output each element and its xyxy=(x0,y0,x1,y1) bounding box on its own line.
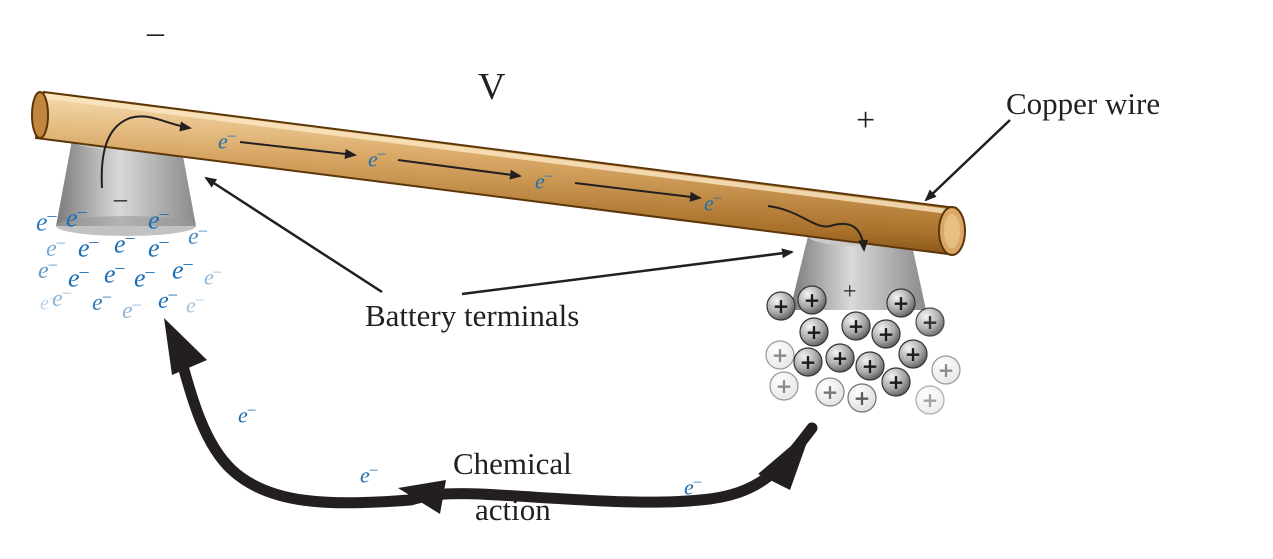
svg-text:+: + xyxy=(862,354,879,378)
positive-ion: + xyxy=(815,377,845,407)
negative-sign: – xyxy=(147,14,164,51)
electron-symbol: e– xyxy=(158,284,178,314)
positive-ion: + xyxy=(915,307,945,337)
svg-text:+: + xyxy=(905,342,922,366)
electron-symbol: e– xyxy=(186,291,204,318)
svg-text:+: + xyxy=(772,343,789,367)
electron-symbol: e– xyxy=(52,282,72,312)
positive-ion: + xyxy=(898,339,928,369)
positive-ion: + xyxy=(765,340,795,370)
wire-flow-arrows xyxy=(100,115,869,252)
electron-symbol: e– xyxy=(114,227,135,259)
svg-text:+: + xyxy=(776,374,793,398)
chemical-action-arrow xyxy=(164,318,818,514)
svg-text:+: + xyxy=(893,291,910,315)
svg-text:+: + xyxy=(938,358,955,382)
battery-terminal-pointers xyxy=(204,176,794,296)
positive-ion: + xyxy=(793,347,823,377)
electron-symbol: e– xyxy=(134,261,155,293)
positive-ion: + xyxy=(855,351,885,381)
electron-symbol: e– xyxy=(68,261,89,293)
svg-text:+: + xyxy=(888,370,905,394)
electron-symbol: e– xyxy=(188,220,208,250)
electron-symbol: e– xyxy=(38,254,58,284)
positive-ion: + xyxy=(886,288,916,318)
positive-ion: + xyxy=(881,367,911,397)
svg-text:+: + xyxy=(832,346,849,370)
action-label: action xyxy=(475,492,551,527)
svg-text:+: + xyxy=(922,388,939,412)
electron-symbol: e– xyxy=(92,286,112,316)
electron-symbol: e– xyxy=(704,189,722,216)
positive-ion: + xyxy=(797,285,827,315)
svg-text:+: + xyxy=(878,322,895,346)
positive-ion: + xyxy=(799,317,829,347)
electron-symbol: e– xyxy=(368,145,386,172)
chemical-label: Chemical xyxy=(453,446,572,481)
electron-symbol: e– xyxy=(78,231,99,263)
copper-wire-label: Copper wire xyxy=(1006,86,1161,121)
positive-ion: + xyxy=(825,343,855,373)
positive-sign: + xyxy=(856,102,876,139)
electron-symbol: e– xyxy=(204,263,222,290)
electron-symbol: e– xyxy=(122,294,142,324)
positive-ion: + xyxy=(769,371,799,401)
electron-symbol: e– xyxy=(148,231,169,263)
terminal-plus-label: + xyxy=(843,279,857,305)
electron-symbol: e– xyxy=(172,253,193,285)
svg-text:+: + xyxy=(804,288,821,312)
electron-symbol: e– xyxy=(104,257,125,289)
electron-symbol: e– xyxy=(46,232,66,262)
electron-symbol: e– xyxy=(535,167,553,194)
svg-text:+: + xyxy=(800,350,817,374)
positive-ion: + xyxy=(841,311,871,341)
electron-symbol: e– xyxy=(148,203,169,235)
positive-ion: + xyxy=(931,355,961,385)
positive-ion: + xyxy=(871,319,901,349)
electron-symbol: e– xyxy=(66,201,87,233)
copper-wire-pointer xyxy=(924,119,1011,202)
electron-symbol: e– xyxy=(238,401,256,428)
positive-ions: ++++++++++++++++++ xyxy=(765,285,961,415)
electron-symbol: e– xyxy=(218,127,236,154)
svg-text:+: + xyxy=(848,314,865,338)
positive-ion: + xyxy=(766,291,796,321)
electron-symbol: e– xyxy=(360,461,378,488)
svg-text:+: + xyxy=(922,310,939,334)
electron-symbol: e– xyxy=(40,291,56,315)
electron-symbol: e– xyxy=(684,473,702,500)
svg-text:+: + xyxy=(773,294,790,318)
voltage-label: V xyxy=(478,66,506,108)
positive-ion: + xyxy=(915,385,945,415)
svg-text:+: + xyxy=(822,380,839,404)
positive-ion: + xyxy=(847,383,877,413)
svg-text:+: + xyxy=(854,386,871,410)
svg-text:+: + xyxy=(806,320,823,344)
electron-symbol: e– xyxy=(36,205,57,237)
battery-terminals-label: Battery terminals xyxy=(365,298,580,333)
terminal-minus-label: – xyxy=(114,184,127,213)
